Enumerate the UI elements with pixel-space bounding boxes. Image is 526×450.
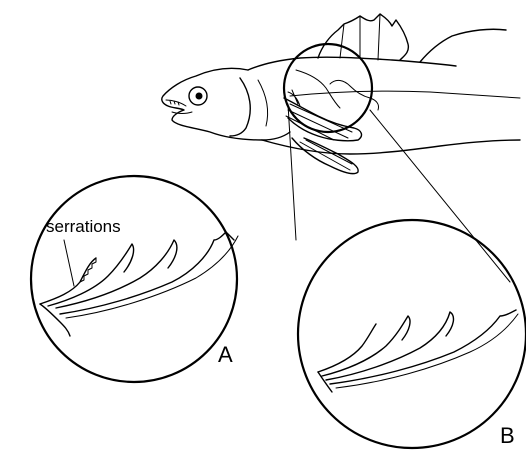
spine-a-membrane xyxy=(66,236,238,318)
rear-dorsal-fin xyxy=(420,29,506,62)
fish-pupil xyxy=(196,93,203,100)
gill-opercle xyxy=(258,80,268,126)
spine-b-3 xyxy=(326,312,453,380)
projection-line-right xyxy=(370,110,510,282)
serrations-pointer xyxy=(64,240,74,286)
circle-b xyxy=(298,220,526,448)
spine-b-1 xyxy=(318,324,376,372)
dorsal-fin-ray-3 xyxy=(378,14,380,60)
panel-a-label: A xyxy=(218,342,233,367)
fish-illustration xyxy=(162,14,520,174)
spine-a-1 xyxy=(40,258,96,304)
gill-cover-line xyxy=(230,78,250,136)
pelvic-fin-rays xyxy=(300,140,352,170)
panel-b-label: B xyxy=(500,423,515,448)
fish-back xyxy=(248,57,456,70)
panel-b: B xyxy=(298,220,526,448)
fish-head-outline xyxy=(162,68,290,140)
fin-membrane-wave-2 xyxy=(296,70,340,108)
dorsal-fin xyxy=(318,14,408,60)
fish-lateral-line xyxy=(290,91,520,98)
spine-b-membrane xyxy=(336,314,518,388)
dorsal-fin-ray-1 xyxy=(340,24,344,58)
circle-a xyxy=(31,176,237,382)
spine-b-2 xyxy=(322,316,410,376)
panel-a: serrations A xyxy=(31,176,238,382)
pectoral-fin-rays xyxy=(286,104,352,140)
serrations-label: serrations xyxy=(46,217,121,236)
